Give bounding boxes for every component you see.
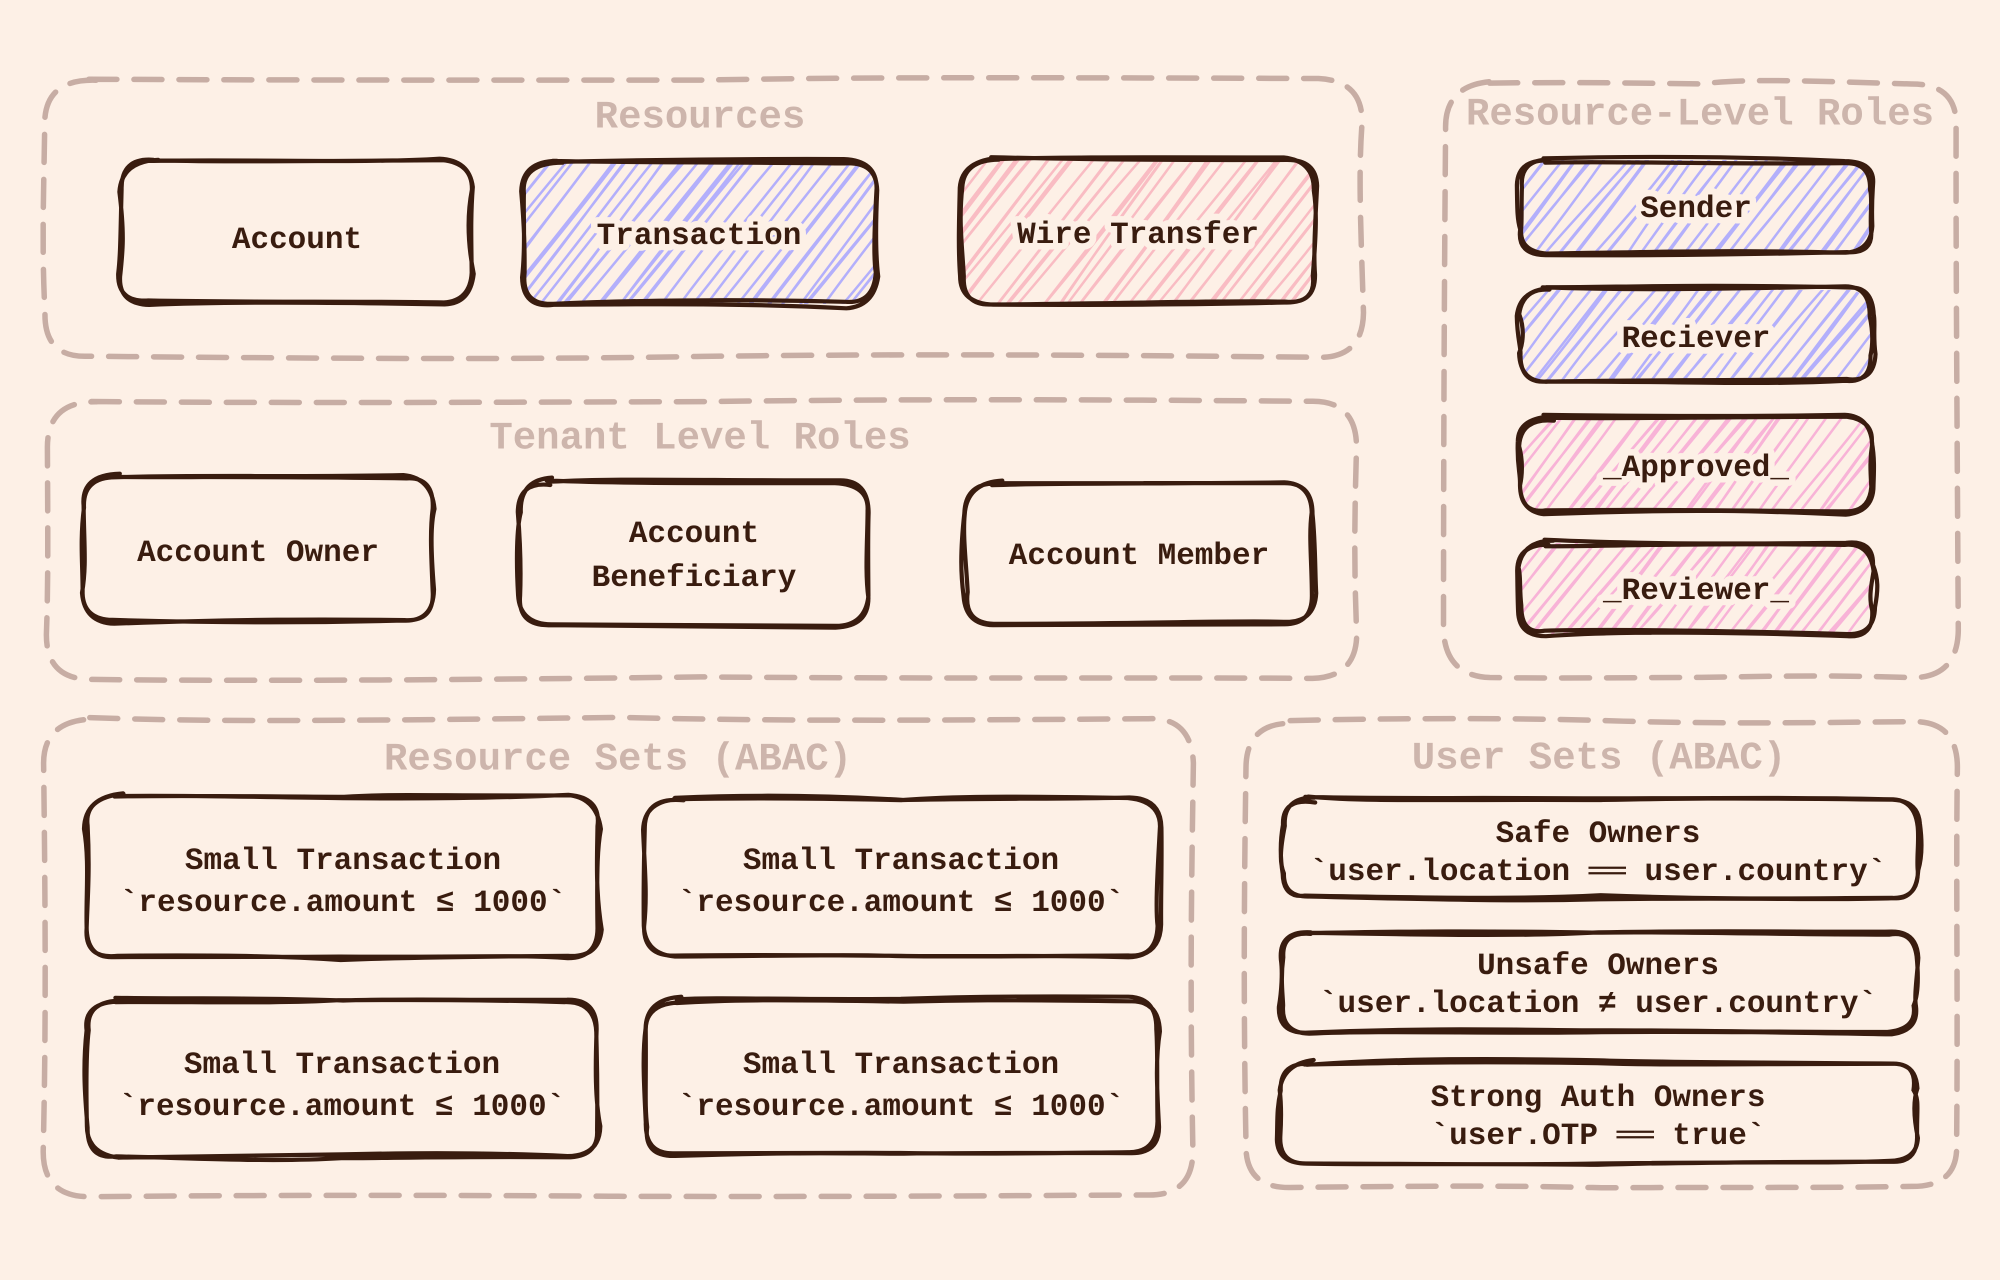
svg-text:Account: Account bbox=[232, 223, 362, 258]
svg-text:Beneficiary: Beneficiary bbox=[592, 561, 797, 596]
svg-text:Wire Transfer: Wire Transfer bbox=[1017, 218, 1259, 253]
svg-text:Small Transaction: Small Transaction bbox=[743, 844, 1059, 879]
svg-text:_Reviewer_: _Reviewer_ bbox=[1602, 574, 1789, 609]
svg-text:_Approved_: _Approved_ bbox=[1602, 451, 1789, 486]
svg-text:`resource.amount ≤ 1000`: `resource.amount ≤ 1000` bbox=[678, 886, 1124, 921]
svg-text:User Sets (ABAC): User Sets (ABAC) bbox=[1412, 737, 1786, 781]
svg-text:Account Owner: Account Owner bbox=[137, 536, 379, 571]
svg-text:`user.location ≠ user.country`: `user.location ≠ user.country` bbox=[1319, 987, 1877, 1022]
svg-text:Resource-Level Roles: Resource-Level Roles bbox=[1466, 93, 1934, 137]
svg-text:`user.location ══ user.country: `user.location ══ user.country` bbox=[1310, 855, 1887, 890]
svg-text:Safe Owners: Safe Owners bbox=[1496, 817, 1701, 852]
svg-text:Resource Sets (ABAC): Resource Sets (ABAC) bbox=[384, 738, 852, 782]
svg-text:Account Member: Account Member bbox=[1009, 539, 1269, 574]
svg-text:Sender: Sender bbox=[1640, 192, 1752, 227]
svg-text:Small Transaction: Small Transaction bbox=[743, 1048, 1059, 1083]
svg-text:`user.OTP ══ true`: `user.OTP ══ true` bbox=[1431, 1119, 1766, 1154]
svg-text:Tenant Level Roles: Tenant Level Roles bbox=[489, 417, 910, 461]
svg-text:Resources: Resources bbox=[595, 96, 806, 140]
svg-text:Small Transaction: Small Transaction bbox=[185, 844, 501, 879]
svg-text:Reciever: Reciever bbox=[1622, 322, 1771, 357]
svg-text:Unsafe Owners: Unsafe Owners bbox=[1477, 949, 1719, 984]
svg-text:Small Transaction: Small Transaction bbox=[184, 1048, 500, 1083]
svg-text:Strong Auth Owners: Strong Auth Owners bbox=[1431, 1081, 1766, 1116]
svg-text:Transaction: Transaction bbox=[597, 219, 802, 254]
svg-text:Account: Account bbox=[629, 517, 759, 552]
svg-text:`resource.amount ≤ 1000`: `resource.amount ≤ 1000` bbox=[119, 1090, 565, 1125]
svg-text:`resource.amount ≤ 1000`: `resource.amount ≤ 1000` bbox=[120, 886, 566, 921]
svg-text:`resource.amount ≤ 1000`: `resource.amount ≤ 1000` bbox=[678, 1090, 1124, 1125]
